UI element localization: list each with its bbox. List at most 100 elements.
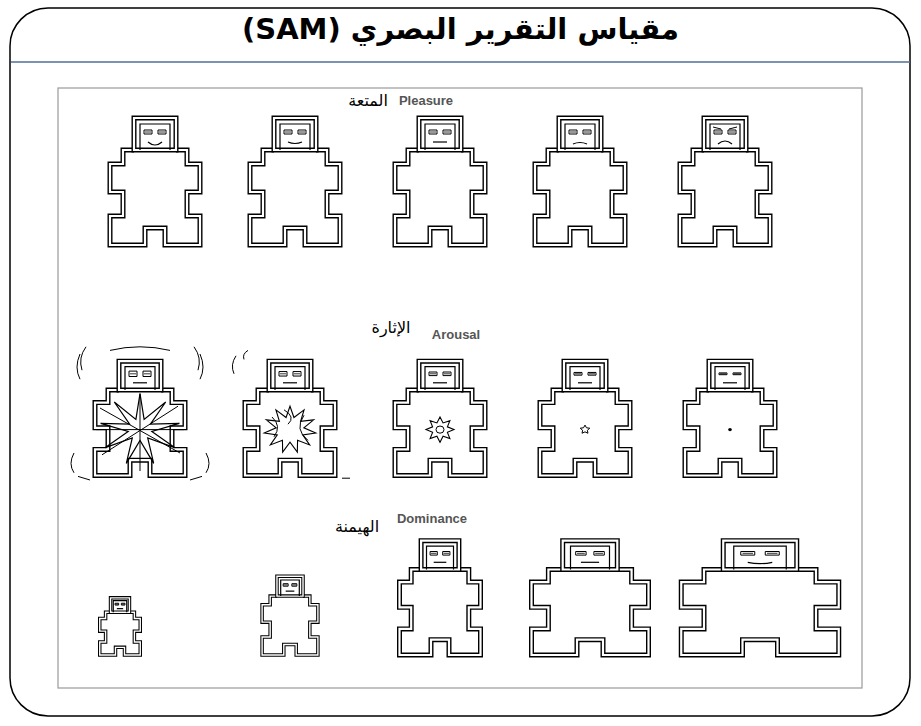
manikin-body (400, 570, 481, 656)
manikin-head (419, 118, 461, 150)
manikin-pupil (145, 132, 165, 133)
manikin-body (395, 390, 485, 476)
manikin-face-frame (427, 546, 454, 569)
manikin-head (704, 118, 746, 150)
title-text: مقياس التقرير البصري (SAM) (0, 12, 921, 46)
manikin-body (250, 150, 340, 245)
manikin-pupil (743, 553, 778, 554)
manikin-head (274, 118, 316, 150)
scale-label: الهيمنة (335, 517, 379, 536)
manikin-body (100, 612, 141, 655)
manikin-head (559, 118, 601, 150)
manikin-head (723, 541, 797, 570)
manikin-pupil (570, 132, 590, 133)
manikin-head (704, 118, 746, 150)
manikin-body (110, 150, 200, 245)
sam-manikin (395, 361, 485, 475)
manikin-face-frame (425, 124, 455, 150)
manikin-head (119, 361, 161, 390)
sam-manikin (540, 361, 630, 475)
manikin-face-frame (113, 601, 127, 613)
sam-manikin (535, 118, 625, 245)
manikin-mouth (286, 591, 295, 592)
manikin-head (111, 598, 130, 612)
manikin-pupil (130, 373, 150, 374)
manikin-face-frame (715, 367, 745, 390)
manikin-head (274, 118, 316, 150)
manikin-body (110, 150, 200, 245)
manikin-head (421, 541, 459, 570)
manikin-pupil (284, 584, 296, 585)
manikin-head (723, 541, 797, 570)
arousal-burst (272, 410, 308, 441)
manikin-body (262, 596, 318, 655)
manikin-body (395, 390, 485, 476)
sam-manikin (680, 118, 770, 245)
manikin-body (250, 150, 340, 245)
manikin-face-frame (275, 367, 305, 390)
sam-manikin (110, 118, 200, 245)
manikin-pupil (577, 553, 603, 554)
manikin-body (100, 612, 141, 655)
manikin-head (563, 541, 618, 570)
scale-label: Pleasure (399, 93, 453, 108)
arousal-burst (426, 417, 454, 442)
manikin-mouth (573, 143, 587, 145)
manikin-mouth (723, 382, 737, 383)
manikin-body (395, 150, 485, 245)
manikin-body (535, 150, 625, 245)
manikin-body (681, 570, 839, 656)
manikin-pupil (280, 373, 300, 374)
manikin-mouth (434, 562, 447, 563)
manikin-head (709, 361, 751, 390)
manikin-body (95, 390, 185, 476)
manikin-face-frame (571, 546, 610, 569)
manikin-body (540, 390, 630, 476)
manikin-pupil (575, 373, 595, 374)
manikin-pupil (430, 132, 450, 133)
manikin-head (421, 541, 459, 570)
manikin-mouth (578, 382, 592, 383)
manikin-head (419, 361, 461, 390)
manikin-body (262, 596, 318, 655)
manikin-mouth (748, 562, 773, 563)
manikin-body (95, 390, 185, 476)
manikin-face-frame (280, 124, 310, 150)
manikin-face-frame (734, 546, 787, 569)
manikin-head (134, 118, 176, 150)
sam-manikin (395, 118, 485, 245)
sam-manikin (681, 541, 839, 655)
manikin-mouth (283, 382, 297, 383)
manikin-pupil (431, 553, 449, 554)
manikin-head (709, 361, 751, 390)
manikin-body (245, 390, 335, 476)
manikin-head (277, 576, 303, 596)
manikin-head (564, 361, 606, 390)
manikin-head (134, 118, 176, 150)
scale-label: Dominance (397, 511, 467, 526)
vibration-line (71, 347, 209, 480)
manikin-body (680, 150, 770, 245)
manikin-mouth (133, 382, 147, 383)
manikin-mouth (117, 608, 123, 609)
sam-manikin (400, 541, 481, 655)
manikin-head (269, 361, 311, 390)
arousal-burst (96, 394, 184, 471)
manikin-head (277, 576, 303, 596)
manikin-head (111, 598, 130, 612)
manikin-group (71, 118, 839, 655)
arousal-burst (436, 426, 444, 433)
manikin-body (680, 150, 770, 245)
manikin-body (532, 570, 649, 656)
vibration-line (232, 350, 350, 478)
manikin-head (119, 361, 161, 390)
manikin-body (685, 390, 775, 476)
manikin-body (532, 570, 649, 656)
figure-panel (58, 88, 862, 688)
manikin-mouth (718, 141, 732, 144)
manikin-mouth (433, 382, 447, 383)
manikin-head (419, 361, 461, 390)
manikin-body (245, 390, 335, 476)
